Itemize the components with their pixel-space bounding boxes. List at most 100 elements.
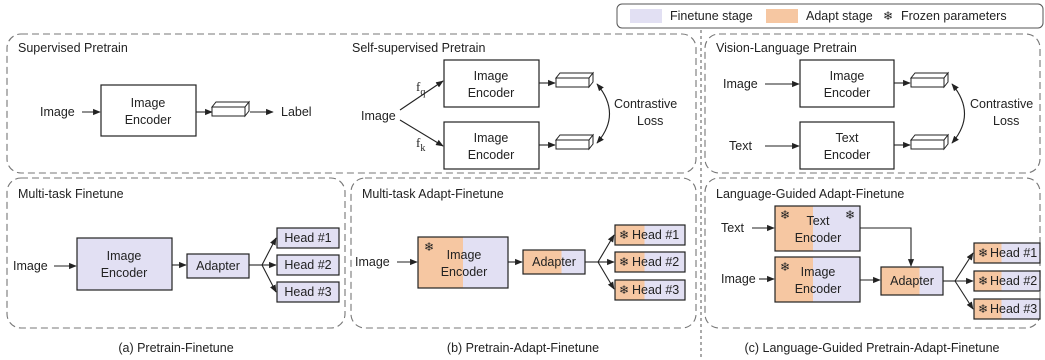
image-encoder-box: [417, 236, 509, 289]
image-encoder-box: [100, 84, 197, 137]
text-encoder-box: [799, 121, 895, 170]
vision-language-pretrain: Vision-Language Pretrain Image Image Enc…: [716, 41, 1033, 170]
encoder-line-2: Encoder: [795, 231, 842, 245]
encoder-line-1: Image: [830, 69, 865, 83]
panel-title: Multi-task Adapt-Finetune: [362, 187, 504, 201]
head-3-box: [614, 279, 686, 301]
image-encoder-box: [76, 237, 173, 291]
input-label: Image: [40, 105, 75, 119]
snowflake-icon: ❄: [780, 208, 790, 222]
caption-a: (a) Pretrain-Finetune: [118, 341, 233, 355]
encoder-line-1: Image: [447, 248, 482, 262]
multitask-finetune: Multi-task Finetune Image Image Encoder …: [13, 187, 340, 303]
head-2-box: [614, 251, 686, 273]
encoder-line-1: Text: [807, 214, 830, 228]
head-1-label: Head #1: [990, 246, 1037, 260]
language-guided-adapt-finetune: Language-Guided Adapt-Finetune Text ❄ ❄ …: [716, 187, 1041, 320]
output-label: Label: [281, 105, 312, 119]
adapter-box: [522, 249, 586, 275]
head-1-label: Head #1: [632, 228, 679, 242]
caption-c: (c) Language-Guided Pretrain-Adapt-Finet…: [744, 341, 999, 355]
self-supervised-pretrain: Self-supervised Pretrain Image fq fk Ima…: [352, 41, 677, 170]
snowflake-icon: ❄: [978, 246, 988, 260]
image-encoder-box: [799, 59, 895, 108]
adapter-label: Adapter: [196, 259, 240, 273]
head-2-label: Head #2: [284, 258, 331, 272]
input-label: Image: [361, 109, 396, 123]
adapter-box: [880, 266, 944, 296]
head-2-box: [973, 270, 1041, 292]
snowflake-icon: ❄: [424, 240, 434, 254]
legend-finetune-label: Finetune stage: [670, 9, 753, 23]
adapter-box: [186, 253, 250, 279]
panel-title: Supervised Pretrain: [18, 41, 128, 55]
head-3-box: [973, 298, 1041, 320]
encoder-line-2: Encoder: [441, 265, 488, 279]
encoder-line-2: Encoder: [795, 282, 842, 296]
panel-title: Vision-Language Pretrain: [716, 41, 857, 55]
encoder-line-2: Encoder: [824, 86, 871, 100]
snowflake-icon: ❄: [780, 260, 790, 274]
loss-line-1: Contrastive: [614, 97, 677, 111]
encoder-line-2: Encoder: [101, 266, 148, 280]
head-2-box: [276, 254, 340, 276]
panel-title: Self-supervised Pretrain: [352, 41, 485, 55]
encoder-line-1: Image: [474, 131, 509, 145]
encoder-line-2: Encoder: [125, 113, 172, 127]
text-input-label: Text: [729, 139, 752, 153]
input-label: Image: [13, 259, 48, 273]
snowflake-icon: ❄: [978, 274, 988, 288]
image-encoder-key-box: [443, 121, 540, 170]
fq-label: fq: [416, 79, 425, 98]
legend-adapt-label: Adapt stage: [806, 9, 873, 23]
head-2-label: Head #2: [632, 255, 679, 269]
encoder-line-2: Encoder: [824, 148, 871, 162]
head-2-label: Head #2: [990, 274, 1037, 288]
text-input-label: Text: [721, 221, 744, 235]
finetune-swatch: [630, 9, 662, 23]
head-1-label: Head #1: [284, 231, 331, 245]
snowflake-icon: ❄: [845, 208, 855, 222]
head-3-label: Head #3: [632, 283, 679, 297]
encoder-line-1: Image: [107, 249, 142, 263]
multitask-adapt-finetune: Multi-task Adapt-Finetune Image ❄ Image …: [355, 187, 686, 301]
feature-vector-icon: [909, 133, 950, 151]
supervised-pretrain: Supervised Pretrain Image Image Encoder …: [18, 41, 312, 137]
feature-vector-icon: [909, 71, 950, 89]
feature-vector-icon: [554, 71, 595, 89]
head-3-label: Head #3: [284, 285, 331, 299]
adapt-swatch: [766, 9, 798, 23]
legend-frozen-label: Frozen parameters: [901, 9, 1007, 23]
feature-vector-icon: [210, 100, 251, 118]
head-1-box: [614, 224, 686, 246]
snowflake-icon: ❄: [619, 283, 629, 297]
head-1-box: [276, 227, 340, 249]
encoder-line-2: Encoder: [468, 86, 515, 100]
encoder-line-1: Image: [801, 265, 836, 279]
head-3-label: Head #3: [990, 302, 1037, 316]
multitask-adapt-panel: [350, 177, 697, 329]
adapter-label: Adapter: [890, 274, 934, 288]
loss-line-2: Loss: [993, 114, 1019, 128]
snowflake-icon: ❄: [978, 302, 988, 316]
pretrain-panel: [6, 33, 697, 174]
encoder-line-2: Encoder: [468, 148, 515, 162]
panel-title: Multi-task Finetune: [18, 187, 124, 201]
contrastive-arc: [596, 83, 610, 144]
panel-title: Language-Guided Adapt-Finetune: [716, 187, 904, 201]
feature-vector-icon: [554, 133, 595, 151]
caption-b: (b) Pretrain-Adapt-Finetune: [447, 341, 599, 355]
legend: Finetune stage Adapt stage ❄ Frozen para…: [616, 3, 1044, 29]
encoder-line-1: Text: [836, 131, 859, 145]
text-encoder-box: [774, 205, 861, 252]
multitask-finetune-panel: [6, 177, 346, 329]
head-1-box: [973, 242, 1041, 264]
head-3-box: [276, 281, 340, 303]
encoder-line-1: Image: [131, 96, 166, 110]
adapter-label: Adapter: [532, 255, 576, 269]
contrastive-arc: [951, 83, 965, 144]
loss-line-1: Contrastive: [970, 97, 1033, 111]
snowflake-icon: ❄: [619, 255, 629, 269]
snowflake-icon: ❄: [619, 228, 629, 242]
